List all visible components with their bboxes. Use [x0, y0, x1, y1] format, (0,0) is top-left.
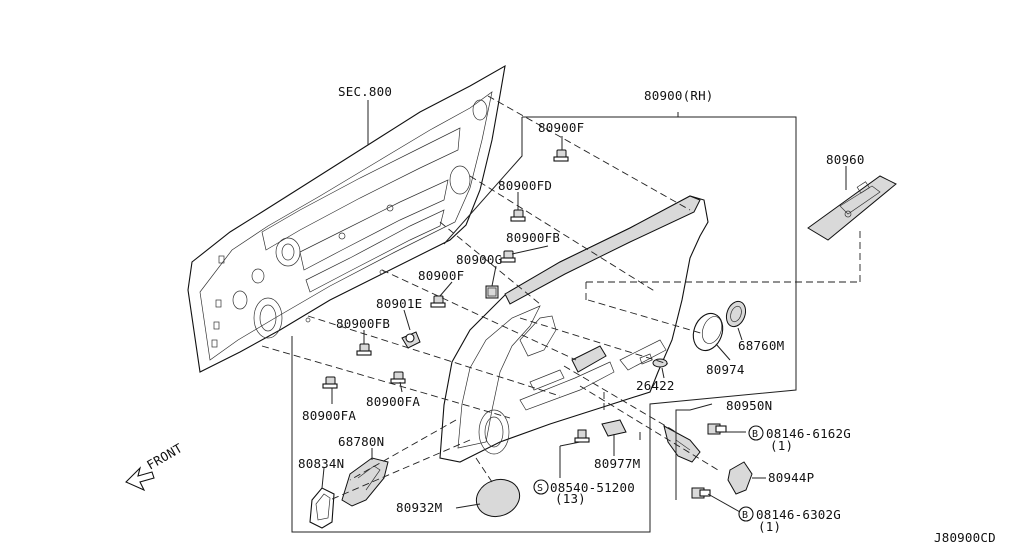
label-26422: 26422 — [636, 378, 675, 393]
circle-b-08146a — [748, 425, 764, 441]
pull-handle — [309, 457, 389, 529]
circle-b2-text: B — [742, 510, 748, 521]
clip-80900f-mid — [430, 295, 446, 308]
label-80900fa-left: 80900FA — [302, 408, 356, 423]
label-08146-6302g-qty: (1) — [758, 519, 781, 534]
label-08146-6162g-qty: (1) — [770, 438, 793, 453]
label-80900g: 80900G — [456, 252, 502, 267]
label-80900fb-top: 80900FB — [506, 230, 560, 245]
circle-b1-text: B — [752, 429, 758, 440]
label-80900f-mid: 80900F — [418, 268, 464, 283]
label-80960: 80960 — [826, 152, 865, 167]
power-window-switch — [807, 175, 897, 241]
clip-80900f-top — [553, 149, 569, 162]
label-80900fd: 80900FD — [498, 178, 552, 193]
door-trim-panel — [439, 195, 709, 463]
pad-80977m — [601, 419, 627, 437]
speaker-parts — [652, 300, 747, 368]
bracket-80950n — [663, 425, 701, 463]
label-80900rh: 80900(RH) — [644, 88, 714, 103]
bolt-08146-6162g — [707, 423, 727, 435]
label-80977m: 80977M — [594, 456, 640, 471]
clip-80900g — [485, 285, 499, 299]
label-08146-6162g: 08146-6162G — [766, 426, 851, 441]
label-80901e: 80901E — [376, 296, 422, 311]
clip-80901e — [401, 331, 421, 349]
bolt-08146-6302g — [691, 487, 711, 499]
label-08146-6302g: 08146-6302G — [756, 507, 841, 522]
cover-80944p — [727, 461, 753, 495]
label-80900fb-mid: 80900FB — [336, 316, 390, 331]
diagram-code: J80900CD — [934, 530, 996, 545]
label-80950n: 80950N — [726, 398, 772, 413]
clip-80900fa-right — [390, 371, 406, 384]
label-08540: 08540-51200 — [550, 480, 635, 495]
label-68760m: 68760M — [738, 338, 784, 353]
circle-b-08146b — [738, 506, 754, 522]
clip-fasteners — [322, 149, 753, 499]
label-80974: 80974 — [706, 362, 745, 377]
label-80900fa-right: 80900FA — [366, 394, 420, 409]
front-arrow — [125, 466, 155, 492]
label-80900f-top: 80900F — [538, 120, 584, 135]
assembly-lines — [261, 95, 861, 501]
callout-frames — [291, 112, 797, 533]
sound-pad — [475, 478, 521, 518]
clip-80900fb-mid — [356, 343, 372, 356]
label-68780n: 68780N — [338, 434, 384, 449]
circle-s-08540 — [533, 479, 549, 495]
label-80834n: 80834N — [298, 456, 344, 471]
part-labels: SEC.800 80900(RH) 80900F 80900FD 80900FB… — [144, 84, 996, 545]
label-08540-qty: (13) — [555, 491, 586, 506]
clip-80900fa-left — [322, 376, 338, 389]
label-sec800: SEC.800 — [338, 84, 392, 99]
circle-s-text: S — [537, 483, 543, 494]
callout-circles: S B B — [533, 425, 764, 522]
leader-lines — [321, 100, 847, 513]
screw-08540 — [574, 429, 590, 443]
label-front: FRONT — [144, 440, 185, 472]
clip-80900fb-top — [500, 250, 516, 263]
label-80944p: 80944P — [768, 470, 814, 485]
clip-80900fd — [510, 209, 526, 222]
label-80932m: 80932M — [396, 500, 442, 515]
